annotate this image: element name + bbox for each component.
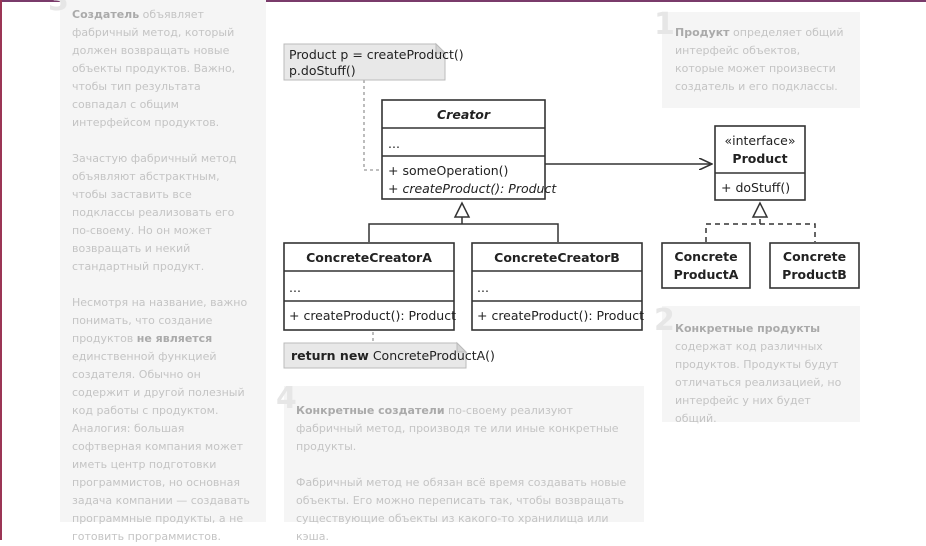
class-concrete-creator-b: ConcreteCreatorB ... + createProduct(): … [471,242,644,331]
class-concrete-creator-b-box [471,242,643,331]
class-concrete-product-b-line-2: ProductB [782,267,847,282]
note-concrete-creators: Конкретные создатели по-своему реализуют… [284,386,644,543]
class-concrete-product-b-line-1: Concrete [783,249,846,264]
class-concrete-creator-b-fields: ... [477,280,489,295]
code-note-top-paper [283,43,446,81]
note-concrete-creators-term: Конкретные создатели [296,404,445,417]
note-concrete-creators-p1-text: по-своему реализуют фабричный метод, про… [296,404,619,453]
note-creator-term: Создатель [72,8,140,21]
note-product-term: Продукт [675,26,730,39]
code-note-bottom-text: return new ConcreteProductA() [291,348,495,363]
class-creator-name: Creator [437,107,491,122]
code-note-top-line-1: Product p = createProduct() [289,47,464,62]
note-number-4: 4 [276,381,297,416]
note-concrete-products: Конкретные продукты содержат код различн… [662,306,860,425]
class-creator-method-1: + someOperation() [388,163,508,178]
class-concrete-product-b-box [769,242,860,289]
note-concrete-products-text: Конкретные продукты содержат код различн… [675,320,851,428]
note-concrete-products-body: содержат код различных продуктов. Продук… [675,340,842,425]
class-concrete-product-a: Concrete ProductA [661,242,751,289]
class-concrete-product-b: Concrete ProductB [769,242,860,289]
class-concrete-creator-a-name: ConcreteCreatorA [306,250,432,265]
class-concrete-creator-a-box [283,242,455,331]
note-number-3: 3 [48,0,69,18]
interface-product-method: + doStuff() [721,180,790,195]
code-note-top-fold [435,42,447,54]
code-note-bottom: return new ConcreteProductA() [283,341,495,369]
note-concrete-creators-text: Конкретные создатели по-своему реализуют… [296,402,634,546]
note-creator-text: Создатель объявляет фабричный метод, кот… [72,6,250,546]
interface-product-stereotype: «interface» [724,133,795,148]
note-product-body: определяет общий интерфейс объектов, кот… [675,26,844,93]
class-creator-method-2: + createProduct(): Product [388,181,557,196]
window-top-edge [0,0,926,2]
code-note-bottom-paper [283,342,467,369]
note-creator-paragraph-2: Зачастую фабричный метод объявляют абстр… [72,152,237,273]
code-note-bottom-fold [456,341,468,353]
inheritance-triangle-creator [453,201,471,218]
interface-product-name: Product [732,151,787,166]
inheritance-lines-creators [368,217,559,242]
interface-product: «interface» Product + doStuff() [714,125,806,201]
class-concrete-creator-b-name: ConcreteCreatorB [494,250,620,265]
note-creator-p3-text-a: Несмотря на название, важно понимать, чт… [72,296,248,345]
note-product-text: Продукт определяет общий интерфейс объек… [675,24,851,96]
code-note-top-line-2: p.doStuff() [289,63,356,78]
note-creator: Создатель объявляет фабричный метод, кот… [60,0,266,543]
class-concrete-creator-a-fields: ... [289,280,301,295]
class-creator-box [381,99,546,200]
class-concrete-product-a-line-2: ProductA [674,267,739,282]
note-concrete-products-term: Конкретные продукты [675,322,821,335]
class-creator-fields: ... [388,136,400,151]
class-concrete-product-a-box [661,242,751,289]
note-number-2: 2 [654,303,675,338]
class-concrete-creator-b-method: + createProduct(): Product [477,308,644,323]
window-left-edge [0,0,2,540]
note-creator-p1-text: объявляет фабричный метод, который долже… [72,8,236,129]
code-note-top: Product p = createProduct() p.doStuff() [283,42,464,81]
note-concrete-creators-paragraph-2: Фабричный метод не обязан всё время созд… [296,476,627,543]
code-note-bottom-keyword: return new [291,348,369,363]
code-note-bottom-expression: ConcreteProductA() [369,348,495,363]
realization-triangle-product [751,201,769,218]
class-creator: Creator ... + someOperation() + createPr… [381,99,557,200]
class-concrete-creator-a: ConcreteCreatorA ... + createProduct(): … [283,242,456,331]
class-concrete-product-a-line-1: Concrete [674,249,737,264]
note-product: Продукт определяет общий интерфейс объек… [662,12,860,108]
note-creator-paragraph-1: Создатель объявляет фабричный метод, кот… [72,6,250,132]
class-concrete-creator-a-method: + createProduct(): Product [289,308,456,323]
note-creator-paragraph-3: Несмотря на название, важно понимать, чт… [72,294,250,546]
note-concrete-creators-paragraph-1: Конкретные создатели по-своему реализуют… [296,402,634,456]
note-connector-top [363,80,382,171]
note-number-1: 1 [654,7,675,42]
note-creator-p3-bold: не является [136,332,213,345]
realization-lines-products [705,217,816,242]
interface-product-box [714,125,806,201]
note-creator-p3-text-b: единственной функцией создателя. Обычно … [72,350,250,543]
